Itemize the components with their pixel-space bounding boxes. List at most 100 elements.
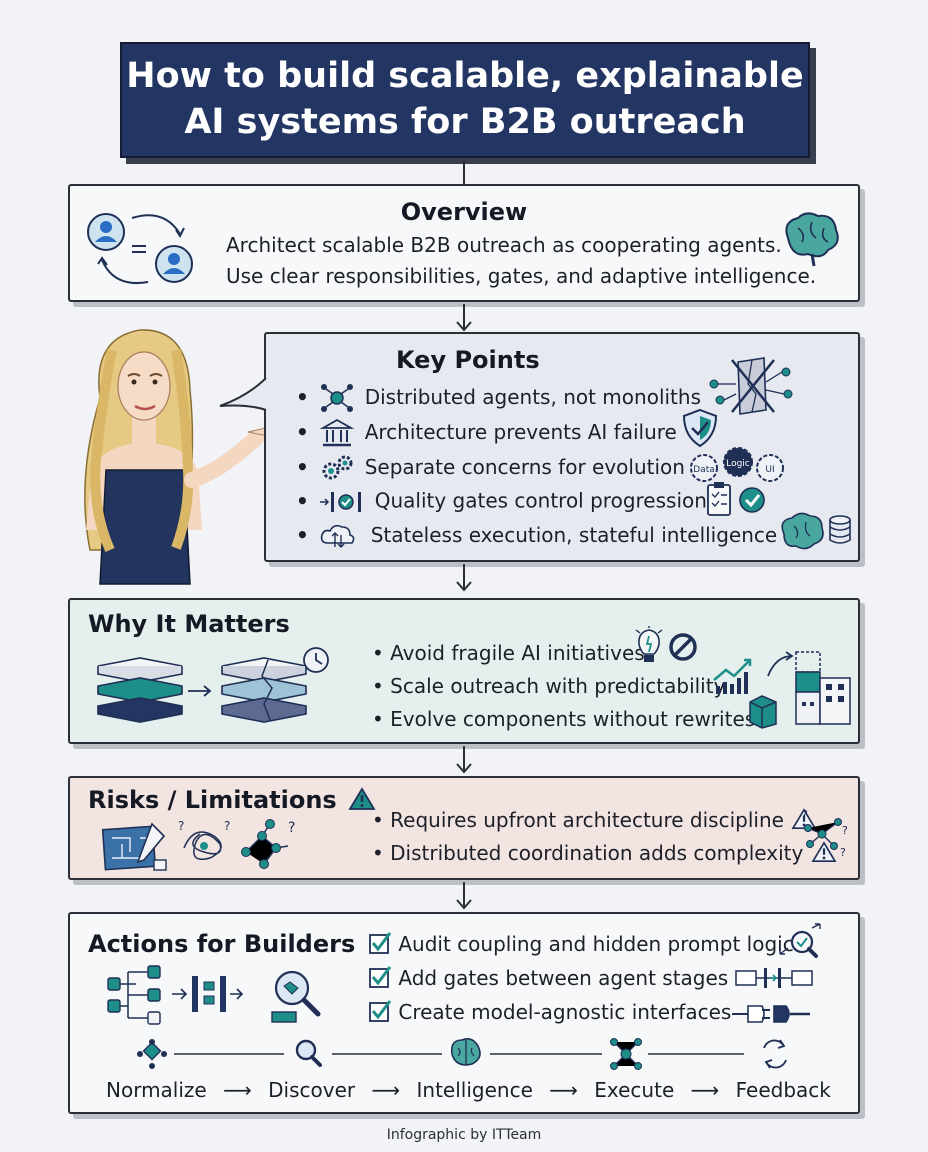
- why-item-1-text: Avoid fragile AI initiatives: [390, 641, 645, 665]
- key-point-3: • Separate concerns for evolution: [296, 453, 685, 483]
- action-item-3: Create model-agnostic interfaces: [368, 999, 731, 1024]
- why-item-1: • Avoid fragile AI initiatives: [372, 641, 645, 665]
- gated-stage-icon: [172, 976, 244, 1012]
- overview-heading: Overview: [400, 198, 528, 226]
- key-point-5-text: Stateless execution, stateful intelligen…: [370, 522, 778, 547]
- arrow-down-1: [456, 304, 472, 332]
- users-sync-icon: [87, 213, 193, 284]
- gear-label-data: Data: [693, 465, 715, 475]
- prohibited-icon: [669, 633, 697, 661]
- checkbox-checked-icon[interactable]: [368, 965, 392, 989]
- pipeline-arrow: ⟶: [371, 1078, 401, 1102]
- pipeline-step-discover: Discover: [268, 1078, 356, 1102]
- evolve-components-icon: [749, 651, 851, 729]
- pipeline-arrow: ⟶: [223, 1078, 252, 1102]
- gears-icon: [322, 455, 353, 480]
- why-it-matters-panel: Why It Matters • Avoid fragile AI initia…: [68, 598, 860, 744]
- gate-between-stages-icon: [735, 968, 813, 988]
- arrow-down-3: [456, 746, 472, 774]
- brain-database-icon: [781, 512, 851, 550]
- arrow-down-4: [456, 882, 472, 910]
- execute-icon: [610, 1038, 642, 1070]
- why-it-matters-heading: Why It Matters: [88, 610, 290, 638]
- checkbox-checked-icon[interactable]: [368, 999, 392, 1023]
- why-item-3: • Evolve components without rewrites: [372, 707, 756, 731]
- risks-heading-text: Risks / Limitations: [88, 786, 337, 814]
- coordination-graph-icon: ? ? ?: [802, 808, 848, 859]
- actions-panel: Actions for Builders Audit coupling and …: [68, 912, 860, 1114]
- action-item-2-text: Add gates between agent stages: [398, 966, 729, 990]
- network-icon: [321, 384, 354, 412]
- checkbox-checked-icon[interactable]: [368, 931, 392, 955]
- title-line-2: AI systems for B2B outreach: [184, 102, 746, 142]
- key-point-3-text: Separate concerns for evolution: [364, 454, 685, 479]
- feedback-icon: [763, 1039, 787, 1069]
- connector-line: [463, 160, 465, 184]
- svg-text:?: ?: [802, 808, 808, 821]
- lightbulb-icon: [635, 626, 663, 662]
- checklist-icon: [707, 482, 765, 516]
- overview-line-2: Use clear responsibilities, gates, and a…: [226, 264, 817, 288]
- blueprint-icon: [101, 822, 167, 871]
- arrow-down-2: [456, 564, 472, 592]
- key-points-panel: Key Points • Distributed agents, not mon…: [264, 332, 860, 562]
- plug-icon: [732, 1005, 810, 1023]
- why-item-2-text: Scale outreach with predictability: [390, 674, 726, 698]
- svg-text:?: ?: [840, 846, 846, 859]
- title-banner: How to build scalable, explainable AI sy…: [120, 42, 810, 158]
- inspect-icon: [271, 970, 321, 1023]
- action-item-2: Add gates between agent stages: [368, 965, 728, 990]
- pipeline-arrow: ⟶: [690, 1078, 720, 1102]
- risks-heading: Risks / Limitations: [88, 786, 376, 814]
- presenter-illustration: [84, 329, 285, 585]
- warning-icon: [348, 787, 376, 810]
- why-item-2: • Scale outreach with predictability: [372, 674, 726, 698]
- tangled-icon: ? ?: [178, 819, 230, 860]
- search-expand-icon: [779, 923, 821, 958]
- layers-gears-icon: Data Logic UI: [690, 447, 784, 482]
- cloud-icon: [321, 524, 355, 548]
- svg-text:?: ?: [288, 820, 295, 836]
- pipeline-step-feedback: Feedback: [735, 1078, 831, 1102]
- key-point-1-text: Distributed agents, not monoliths: [364, 384, 701, 409]
- speech-bubble-tail: [219, 377, 267, 411]
- risk-item-2: • Distributed coordination adds complexi…: [372, 841, 837, 865]
- flow-tree-icon: [107, 965, 161, 1025]
- pipeline-step-normalize: Normalize: [106, 1078, 207, 1102]
- svg-text:?: ?: [178, 819, 184, 833]
- normalize-icon: [137, 1039, 167, 1069]
- gate-icon: [320, 492, 362, 512]
- risk-item-2-text: Distributed coordination adds complexity: [390, 841, 804, 865]
- key-points-heading: Key Points: [396, 346, 540, 374]
- broken-monolith-icon: [709, 357, 793, 415]
- graph-question-icon: ?: [241, 819, 295, 869]
- key-point-4: • Quality gates control progression: [296, 487, 707, 517]
- overview-panel: Overview Architect scalable B2B outreach…: [68, 184, 860, 302]
- why-item-3-text: Evolve components without rewrites: [390, 707, 756, 731]
- risks-panel: Risks / Limitations ? ? ? • Requires upf…: [68, 776, 860, 880]
- action-item-1: Audit coupling and hidden prompt logic: [368, 931, 794, 956]
- action-item-1-text: Audit coupling and hidden prompt logic: [398, 932, 794, 956]
- pipeline-step-intelligence: Intelligence: [416, 1078, 533, 1102]
- gear-label-ui: UI: [765, 465, 774, 475]
- pipeline-line: [137, 1038, 787, 1070]
- shield-check-icon: [682, 408, 718, 448]
- intelligence-icon: [450, 1038, 481, 1066]
- key-point-4-text: Quality gates control progression: [374, 488, 707, 513]
- pipeline-step-execute: Execute: [594, 1078, 675, 1102]
- actions-heading: Actions for Builders: [88, 930, 356, 958]
- cracked-layers-icon: [221, 647, 329, 723]
- action-item-3-text: Create model-agnostic interfaces: [398, 1000, 732, 1024]
- pipeline-row: Normalize ⟶ Discover ⟶ Intelligence ⟶ Ex…: [106, 1078, 831, 1102]
- discover-icon: [295, 1039, 322, 1067]
- risk-item-1-text: Requires upfront architecture discipline: [390, 808, 784, 832]
- key-point-5: • Stateless execution, stateful intellig…: [296, 521, 777, 551]
- warning-icon: [811, 841, 837, 862]
- key-point-2: • Architecture prevents AI failure: [296, 418, 677, 448]
- svg-text:?: ?: [224, 819, 230, 833]
- key-point-1: • Distributed agents, not monoliths: [296, 383, 701, 413]
- brain-icon: [785, 212, 839, 267]
- svg-text:?: ?: [842, 824, 848, 837]
- credit-text: Infographic by ITTeam: [386, 1127, 542, 1143]
- arrow-right-icon: [188, 685, 212, 697]
